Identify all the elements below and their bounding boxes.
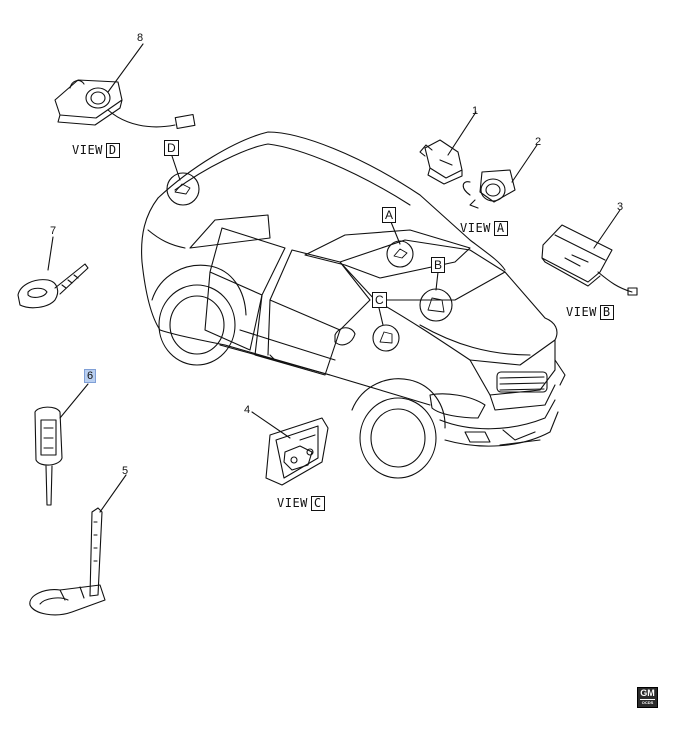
callout-6[interactable]: 6: [84, 369, 97, 383]
callout-4: 4: [244, 404, 251, 416]
view-c-word: VIEW: [277, 496, 308, 510]
part-4-bracket: [265, 417, 329, 486]
callout-2: 2: [535, 136, 542, 148]
callout-3: 3: [617, 201, 624, 213]
view-d-letter: D: [105, 143, 120, 158]
zoom-circles: [166, 172, 453, 352]
gm-logo-sub: OCDS: [640, 699, 655, 705]
location-label-b: B: [431, 257, 446, 273]
part-3-module: [541, 224, 638, 296]
part-6-transmitter: [34, 406, 63, 506]
view-a-word: VIEW: [460, 221, 491, 235]
callout-5: 5: [122, 465, 129, 477]
gm-logo-text: GM: [640, 688, 655, 698]
callout-7: 7: [50, 225, 57, 237]
callout-1: 1: [472, 105, 479, 117]
part-8-module: [54, 79, 196, 130]
view-b-letter: B: [599, 305, 614, 320]
callout-8: 8: [137, 32, 144, 44]
view-d-word: VIEW: [72, 143, 103, 157]
part-7-key: [17, 263, 89, 309]
leader-lines: [47, 43, 621, 513]
location-label-d: D: [164, 140, 179, 156]
view-c-letter: C: [310, 496, 325, 511]
part-2-cylinder: [462, 169, 516, 209]
part-5-antenna: [29, 507, 106, 616]
part-1-switch: [419, 139, 463, 185]
vehicle-outline: [141, 131, 566, 479]
view-b-word: VIEW: [566, 305, 597, 319]
location-label-c: C: [372, 292, 387, 308]
location-label-a: A: [382, 207, 397, 223]
gm-logo-icon: GM OCDS: [637, 687, 658, 708]
view-a-letter: A: [493, 221, 508, 236]
